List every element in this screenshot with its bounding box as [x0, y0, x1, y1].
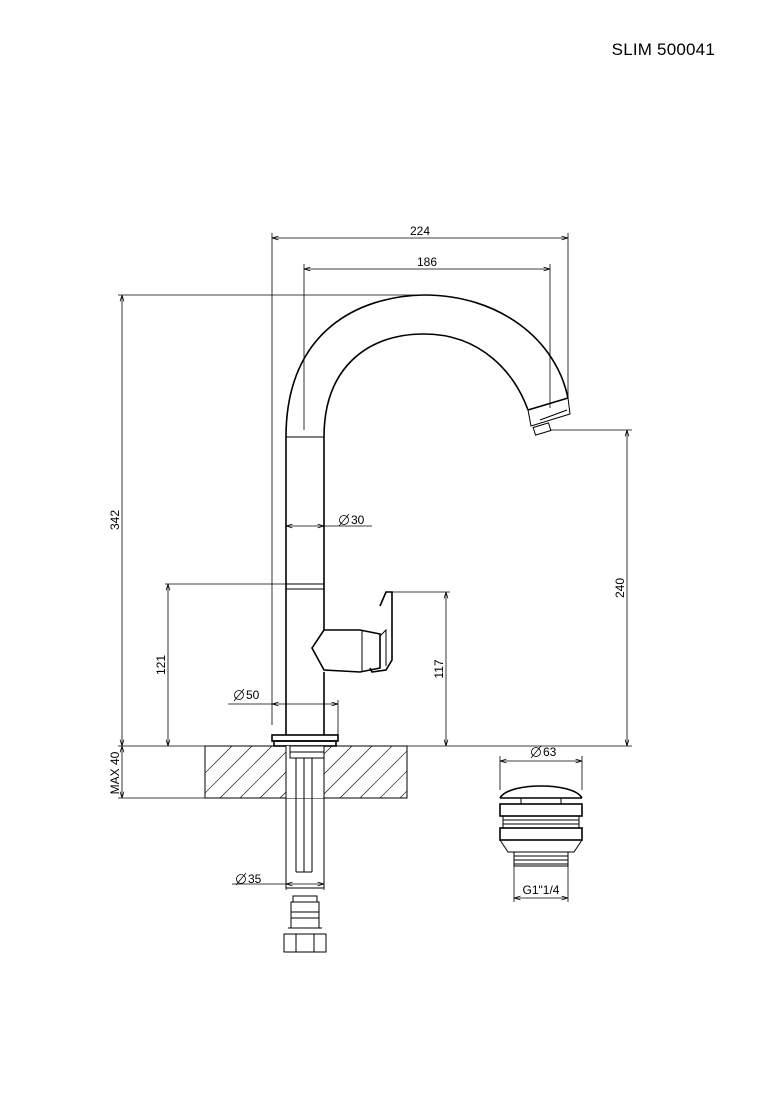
dim-117: 117 — [432, 659, 446, 678]
extension-lines — [118, 233, 632, 902]
model-title: SLIM 500041 — [611, 40, 715, 59]
dim-121: 121 — [154, 655, 168, 675]
svg-text:30: 30 — [351, 513, 365, 527]
faucet-body — [271, 294, 571, 747]
shank — [285, 745, 325, 889]
dim-max40: MAX 40 — [108, 751, 122, 794]
dim-240: 240 — [613, 578, 627, 598]
svg-text:35: 35 — [248, 872, 262, 886]
dim-224: 224 — [410, 224, 430, 238]
dim-186: 186 — [417, 255, 437, 269]
svg-text:63: 63 — [543, 745, 557, 759]
dim-342: 342 — [108, 510, 122, 530]
dimension-lines — [122, 238, 627, 898]
waste-drawing — [499, 785, 583, 867]
hose-connector — [283, 895, 327, 953]
dim-dia30: 30 — [338, 513, 365, 527]
dim-dia63: 63 — [530, 745, 557, 759]
dimension-labels: 224 186 342 240 121 117 MAX 40 30 50 35 … — [108, 224, 627, 897]
dim-dia50: 50 — [233, 688, 260, 702]
dim-thread: G1"1/4 — [523, 883, 560, 897]
svg-text:50: 50 — [246, 688, 260, 702]
dim-dia35: 35 — [235, 872, 262, 886]
deck-section — [204, 745, 408, 799]
